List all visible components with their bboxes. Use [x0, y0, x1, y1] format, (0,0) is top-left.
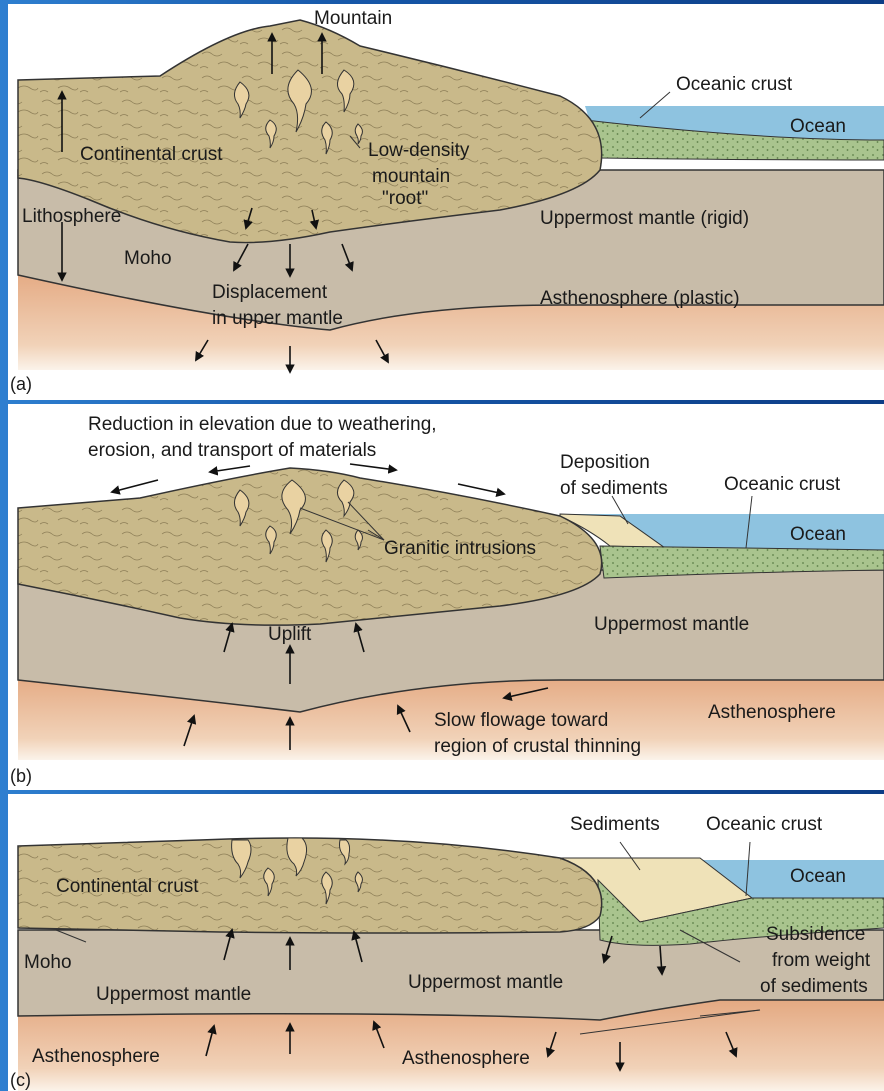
label-moho: Moho	[124, 248, 172, 269]
label-oceanic-crust-c: Oceanic crust	[706, 814, 823, 835]
label-continental-crust: Continental crust	[80, 144, 223, 165]
label-ocean-c: Ocean	[790, 866, 846, 887]
label-ocean-b: Ocean	[790, 524, 846, 545]
label-displacement-1: Displacement	[212, 282, 328, 303]
panel-label-c: (c)	[10, 1070, 31, 1090]
label-root-1: Low-density	[368, 140, 470, 161]
label-subsidence-1: Subsidence	[766, 924, 865, 945]
label-deposition-2: of sediments	[560, 478, 668, 499]
label-asthenosphere-c-right: Asthenosphere	[402, 1048, 530, 1069]
label-reduction-2: erosion, and transport of materials	[88, 440, 376, 461]
label-asthenosphere-c-left: Asthenosphere	[32, 1046, 160, 1067]
label-sediments: Sediments	[570, 814, 660, 835]
label-displacement-2: in upper mantle	[212, 308, 343, 329]
label-root-3: "root"	[382, 188, 428, 209]
label-uppermost-mantle-b: Uppermost mantle	[594, 614, 749, 635]
label-root-2: mountain	[372, 166, 450, 187]
label-lithosphere: Lithosphere	[22, 206, 121, 227]
label-slow-1: Slow flowage toward	[434, 710, 608, 731]
label-moho-c: Moho	[24, 952, 72, 973]
label-slow-2: region of crustal thinning	[434, 736, 641, 757]
label-uppermost-mantle: Uppermost mantle (rigid)	[540, 208, 749, 229]
label-uppermost-mantle-c-left: Uppermost mantle	[96, 984, 251, 1005]
panel-label-b: (b)	[10, 766, 32, 786]
label-asthenosphere: Asthenosphere (plastic)	[540, 288, 740, 309]
panel-label-a: (a)	[10, 374, 32, 394]
label-reduction-1: Reduction in elevation due to weathering…	[88, 414, 437, 435]
label-deposition-1: Deposition	[560, 452, 650, 473]
label-subsidence-2: from weight	[772, 950, 871, 971]
label-asthenosphere-b: Asthenosphere	[708, 702, 836, 723]
label-mountain: Mountain	[314, 8, 392, 29]
label-granitic: Granitic intrusions	[384, 538, 536, 559]
label-ocean: Ocean	[790, 116, 846, 137]
label-oceanic-crust: Oceanic crust	[676, 74, 793, 95]
label-uplift: Uplift	[268, 624, 312, 645]
label-oceanic-crust-b: Oceanic crust	[724, 474, 841, 495]
label-uppermost-mantle-c-right: Uppermost mantle	[408, 972, 563, 993]
label-continental-crust-c: Continental crust	[56, 876, 199, 897]
label-subsidence-3: of sediments	[760, 976, 868, 997]
